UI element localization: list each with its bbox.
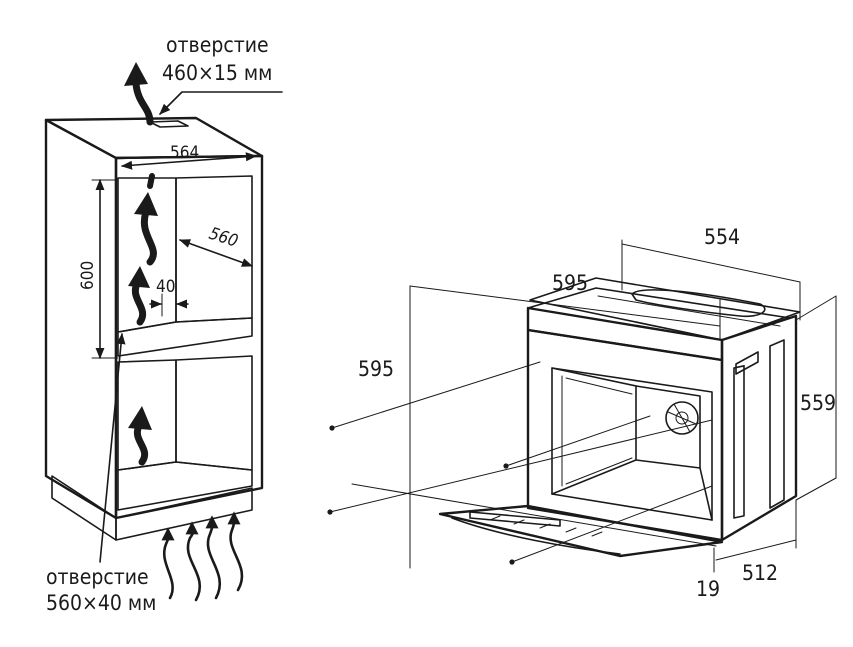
inflow-arrow-4	[161, 527, 175, 600]
airflow-arrow-upper	[140, 208, 157, 266]
oven-fan-hub	[675, 411, 689, 425]
dim-19-label: 19	[696, 577, 720, 601]
dim-554-label: 554	[704, 225, 740, 249]
dim-554-line	[621, 243, 801, 283]
dim-595h-label: 595	[358, 357, 394, 381]
bottom-opening-leader	[99, 332, 126, 563]
top-opening-word: отверстие	[166, 33, 269, 57]
dim-559-ext-t	[795, 295, 837, 321]
dim-560-line	[178, 239, 254, 267]
dim-559-ext-b	[795, 477, 837, 501]
oven-front-frame	[526, 328, 724, 542]
dim-560-label: 560	[206, 224, 240, 252]
airflow-arrow-upper-head	[134, 192, 158, 216]
cabinet-lower-floor	[117, 461, 253, 511]
screw-leader-1	[331, 361, 541, 429]
oven-top-body	[529, 277, 801, 341]
oven-cavity-edge-1	[551, 367, 637, 387]
screw-hole-1	[329, 425, 335, 431]
dim-564-label: 564	[170, 143, 199, 163]
oven-door-curve	[451, 517, 621, 555]
oven-side-rail-1	[769, 339, 785, 509]
oven-right-side	[720, 314, 798, 542]
oven-fan	[665, 401, 699, 435]
airflow-arrow-mid	[132, 278, 146, 326]
screw-hole-2	[503, 463, 509, 469]
screw-leader-4	[511, 485, 713, 563]
oven-side-slot-1	[733, 365, 745, 519]
screw-leader-3	[329, 419, 713, 513]
dim-595w-label: 595	[552, 271, 588, 295]
airflow-arrow-neck	[147, 173, 155, 189]
dim-512-label: 512	[742, 561, 778, 585]
oven-top-edge	[597, 295, 781, 327]
airflow-arrow-lower	[134, 420, 148, 466]
inflow-arrow-2	[205, 515, 222, 600]
oven-control-panel-top	[527, 287, 791, 341]
oven-side-rail-2	[735, 351, 759, 375]
cabinet-plinth-front	[115, 487, 253, 541]
dim-559-label: 559	[800, 391, 836, 415]
oven-cavity	[551, 367, 713, 521]
bottom-opening-word: отверстие	[46, 565, 149, 589]
inflow-arrow-1	[185, 521, 202, 602]
dim-564-line	[120, 152, 258, 170]
screw-leader-2	[505, 415, 651, 467]
oven-depth-guide	[351, 483, 717, 547]
oven-cavity-edge-2	[551, 459, 637, 495]
inflow-arrow-3	[227, 511, 244, 592]
cabinet-lower-niche	[175, 355, 253, 471]
oven-door-handle	[469, 511, 561, 527]
screw-hole-4	[509, 559, 515, 565]
airflow-arrow-lower-head	[128, 406, 152, 430]
top-opening-slot	[149, 120, 189, 128]
airflow-arrow-mid-head	[128, 266, 150, 288]
cabinet-drawing	[44, 62, 283, 602]
dim-512-line	[715, 539, 797, 561]
airflow-arrow-top	[132, 80, 154, 126]
oven-drawing	[327, 239, 837, 573]
dim-595w-line	[409, 285, 721, 327]
top-opening-leader	[159, 91, 283, 115]
cabinet-upper-niche	[175, 175, 253, 323]
top-opening-size: 460×15 мм	[162, 61, 272, 85]
oven-cavity-edge-3	[699, 467, 713, 521]
cabinet-upper-shelf	[117, 317, 253, 357]
airflow-arrow-top-head	[124, 62, 148, 86]
screw-hole-3	[327, 509, 333, 515]
bottom-opening-size: 560×40 мм	[46, 591, 156, 615]
dim-600-label: 600	[78, 261, 98, 290]
dim-40-label: 40	[156, 277, 175, 297]
